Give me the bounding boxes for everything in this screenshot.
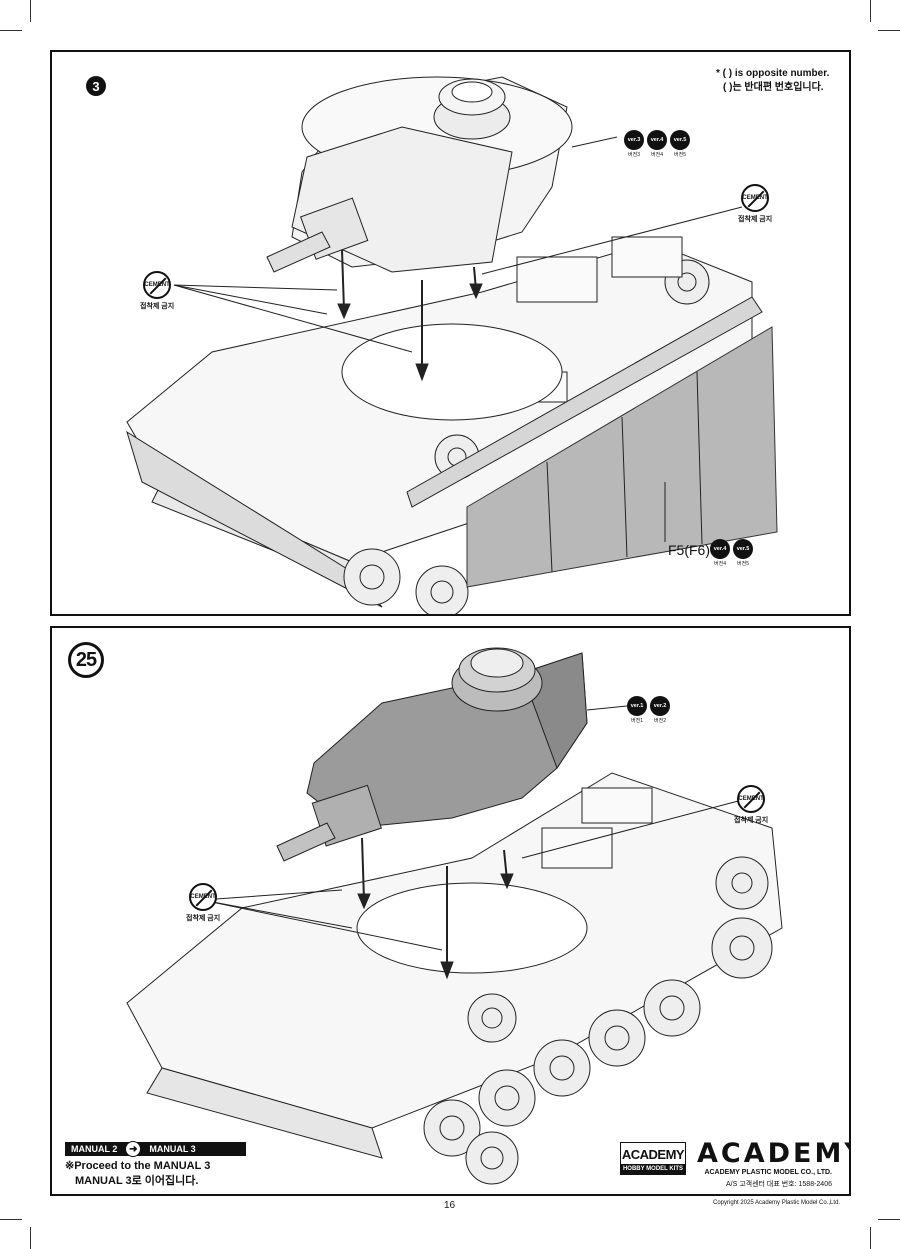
service-phone: A/S 고객센터 대표 번호: 1588-2406 <box>725 1181 832 1188</box>
opposite-number-note: * ( ) is opposite number. ( )는 반대편 번호입니다… <box>716 67 829 95</box>
note-english: * ( ) is opposite number. <box>716 68 830 79</box>
proceed-korean: MANUAL 3로 이어집니다. <box>75 1175 199 1187</box>
no-cement-icon: CEMENT 접착제 금지 <box>140 271 174 311</box>
crop-mark <box>0 1219 22 1220</box>
arrow-right-icon: ➜ <box>125 1141 142 1157</box>
no-cement-icon: CEMENT 접착제 금지 <box>186 883 220 923</box>
step-panel-top: 3 * ( ) is opposite number. ( )는 반대편 번호입… <box>50 50 851 616</box>
tank-illustration-bottom <box>126 647 783 1185</box>
no-cement-label: 접착제 금지 <box>738 216 773 223</box>
crop-mark <box>870 1227 871 1249</box>
manual-continuation-bar: MANUAL 2 ➜ MANUAL 3 <box>65 1141 246 1157</box>
note-korean: ( )는 반대편 번호입니다. <box>723 82 824 93</box>
no-cement-label: 접착제 금지 <box>734 817 769 824</box>
proceed-note: ※Proceed to the MANUAL 3 MANUAL 3로 이어집니다… <box>65 1159 210 1189</box>
tank-illustration-top <box>126 76 778 614</box>
crop-mark <box>30 0 31 22</box>
company-name: ACADEMY PLASTIC MODEL CO., LTD. <box>704 1169 832 1176</box>
step-number: 3 <box>86 76 106 96</box>
manual-to-label: MANUAL 3 <box>149 1144 196 1154</box>
academy-hobby-logo: ACADEMY HOBBY MODEL KITS <box>620 1142 686 1175</box>
copyright: Copyright 2025 Academy Plastic Model Co.… <box>713 1200 841 1206</box>
crop-mark <box>0 30 22 31</box>
no-cement-icon: CEMENT 접착제 금지 <box>738 184 772 224</box>
manual-from-label: MANUAL 2 <box>71 1144 118 1154</box>
crop-mark <box>878 30 900 31</box>
step-number-badge: 25 <box>68 642 104 678</box>
no-cement-label: 접착제 금지 <box>140 303 175 310</box>
proceed-english: ※Proceed to the MANUAL 3 <box>65 1160 211 1172</box>
crop-mark <box>878 1219 900 1220</box>
crop-mark <box>30 1227 31 1249</box>
step-number: 25 <box>75 648 97 671</box>
academy-wordmark: ACADEMY <box>697 1138 851 1169</box>
part-number-label: F5(F6) <box>668 542 710 558</box>
page-number: 16 <box>444 1200 456 1211</box>
no-cement-label: 접착제 금지 <box>186 915 221 922</box>
no-cement-icon: CEMENT 접착제 금지 <box>734 785 768 825</box>
crop-mark <box>870 0 871 22</box>
